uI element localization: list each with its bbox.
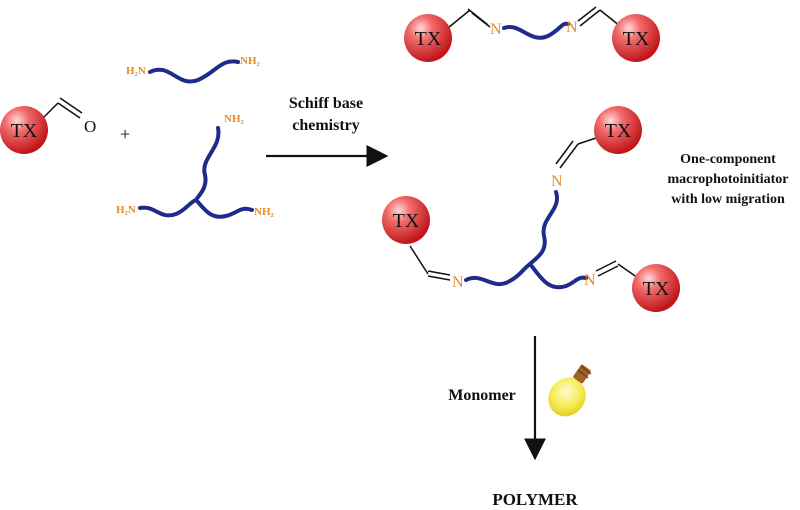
imine-bond bbox=[595, 260, 617, 272]
imine-bond bbox=[555, 140, 574, 165]
polymerization-step: Monomer POLYMER bbox=[448, 336, 592, 509]
triamine-nh2-right-label: NH₂ bbox=[254, 206, 275, 218]
imine-bond bbox=[579, 9, 601, 27]
tx-label: TX bbox=[643, 278, 670, 300]
imine-bond bbox=[427, 270, 451, 276]
diamine-nh2-label: NH₂ bbox=[240, 55, 261, 67]
product-description: One-component macrophotoinitiator with l… bbox=[667, 152, 788, 207]
tx-sphere bbox=[382, 196, 430, 244]
polymer-label: POLYMER bbox=[492, 490, 578, 509]
triamine-reactant: NH₂ H₂N NH₂ bbox=[116, 113, 275, 219]
tx-label: TX bbox=[623, 28, 650, 50]
bulb-base bbox=[573, 364, 591, 384]
tx-sphere bbox=[0, 106, 48, 154]
light-bulb-icon bbox=[548, 364, 592, 417]
tris-imine-product: N N N TX TX TX bbox=[382, 106, 680, 312]
tx-sphere bbox=[594, 106, 642, 154]
description-line2: macrophotoinitiator bbox=[667, 172, 788, 187]
imine-bond bbox=[471, 12, 491, 28]
oxygen-label: O bbox=[84, 117, 96, 136]
tx-sphere bbox=[632, 264, 680, 312]
carbonyl-bond bbox=[57, 102, 81, 119]
diamine-reactant: H₂N NH₂ bbox=[126, 55, 261, 84]
imine-n-label: N bbox=[551, 173, 563, 190]
schiff-base-arrow: Schiff base chemistry bbox=[266, 95, 389, 167]
triamine-arm-right bbox=[194, 198, 254, 219]
bulb-thread bbox=[577, 369, 589, 379]
product-chain bbox=[502, 21, 570, 40]
triamine-h2n-label: H₂N bbox=[116, 204, 136, 216]
tx-label: TX bbox=[393, 210, 420, 232]
imine-bond bbox=[577, 6, 597, 22]
imine-bond bbox=[597, 265, 619, 277]
imine-n-label: N bbox=[490, 21, 502, 38]
description-line1: One-component bbox=[680, 152, 776, 167]
imine-bond bbox=[559, 143, 579, 169]
imine-bond bbox=[599, 9, 621, 27]
imine-n-label: N bbox=[566, 19, 578, 36]
tx-label: TX bbox=[11, 120, 38, 142]
imine-n-label: N bbox=[584, 272, 596, 289]
triamine-arm-left bbox=[138, 198, 198, 218]
monomer-label: Monomer bbox=[448, 387, 516, 404]
bulb-thread bbox=[580, 365, 592, 375]
diamine-h2n-label: H₂N bbox=[126, 65, 146, 77]
plus-sign: + bbox=[120, 124, 130, 144]
arrow-label-line2: chemistry bbox=[292, 117, 360, 134]
diamine-chain bbox=[148, 59, 240, 84]
product-chain bbox=[464, 262, 532, 286]
imine-bond bbox=[409, 245, 429, 275]
tx-aldehyde-reactant: TX O bbox=[0, 97, 96, 154]
tx-sphere bbox=[404, 14, 452, 62]
product-chain bbox=[528, 262, 588, 290]
imine-bond bbox=[617, 263, 639, 279]
imine-n-label: N bbox=[452, 274, 464, 291]
imine-bond bbox=[427, 275, 451, 281]
tx-label: TX bbox=[605, 120, 632, 142]
tx-label: TX bbox=[415, 28, 442, 50]
carbonyl-double-bond bbox=[59, 97, 83, 114]
tx-sphere bbox=[612, 14, 660, 62]
product-chain bbox=[528, 190, 560, 266]
bulb-glass bbox=[548, 377, 586, 417]
bis-imine-product: N N TX TX bbox=[404, 6, 660, 62]
arrow-label-line1: Schiff base bbox=[289, 95, 363, 112]
triamine-nh2-top-label: NH₂ bbox=[224, 113, 245, 125]
description-line3: with low migration bbox=[671, 192, 785, 207]
triamine-arm-top bbox=[194, 126, 221, 202]
imine-bond bbox=[447, 9, 471, 29]
